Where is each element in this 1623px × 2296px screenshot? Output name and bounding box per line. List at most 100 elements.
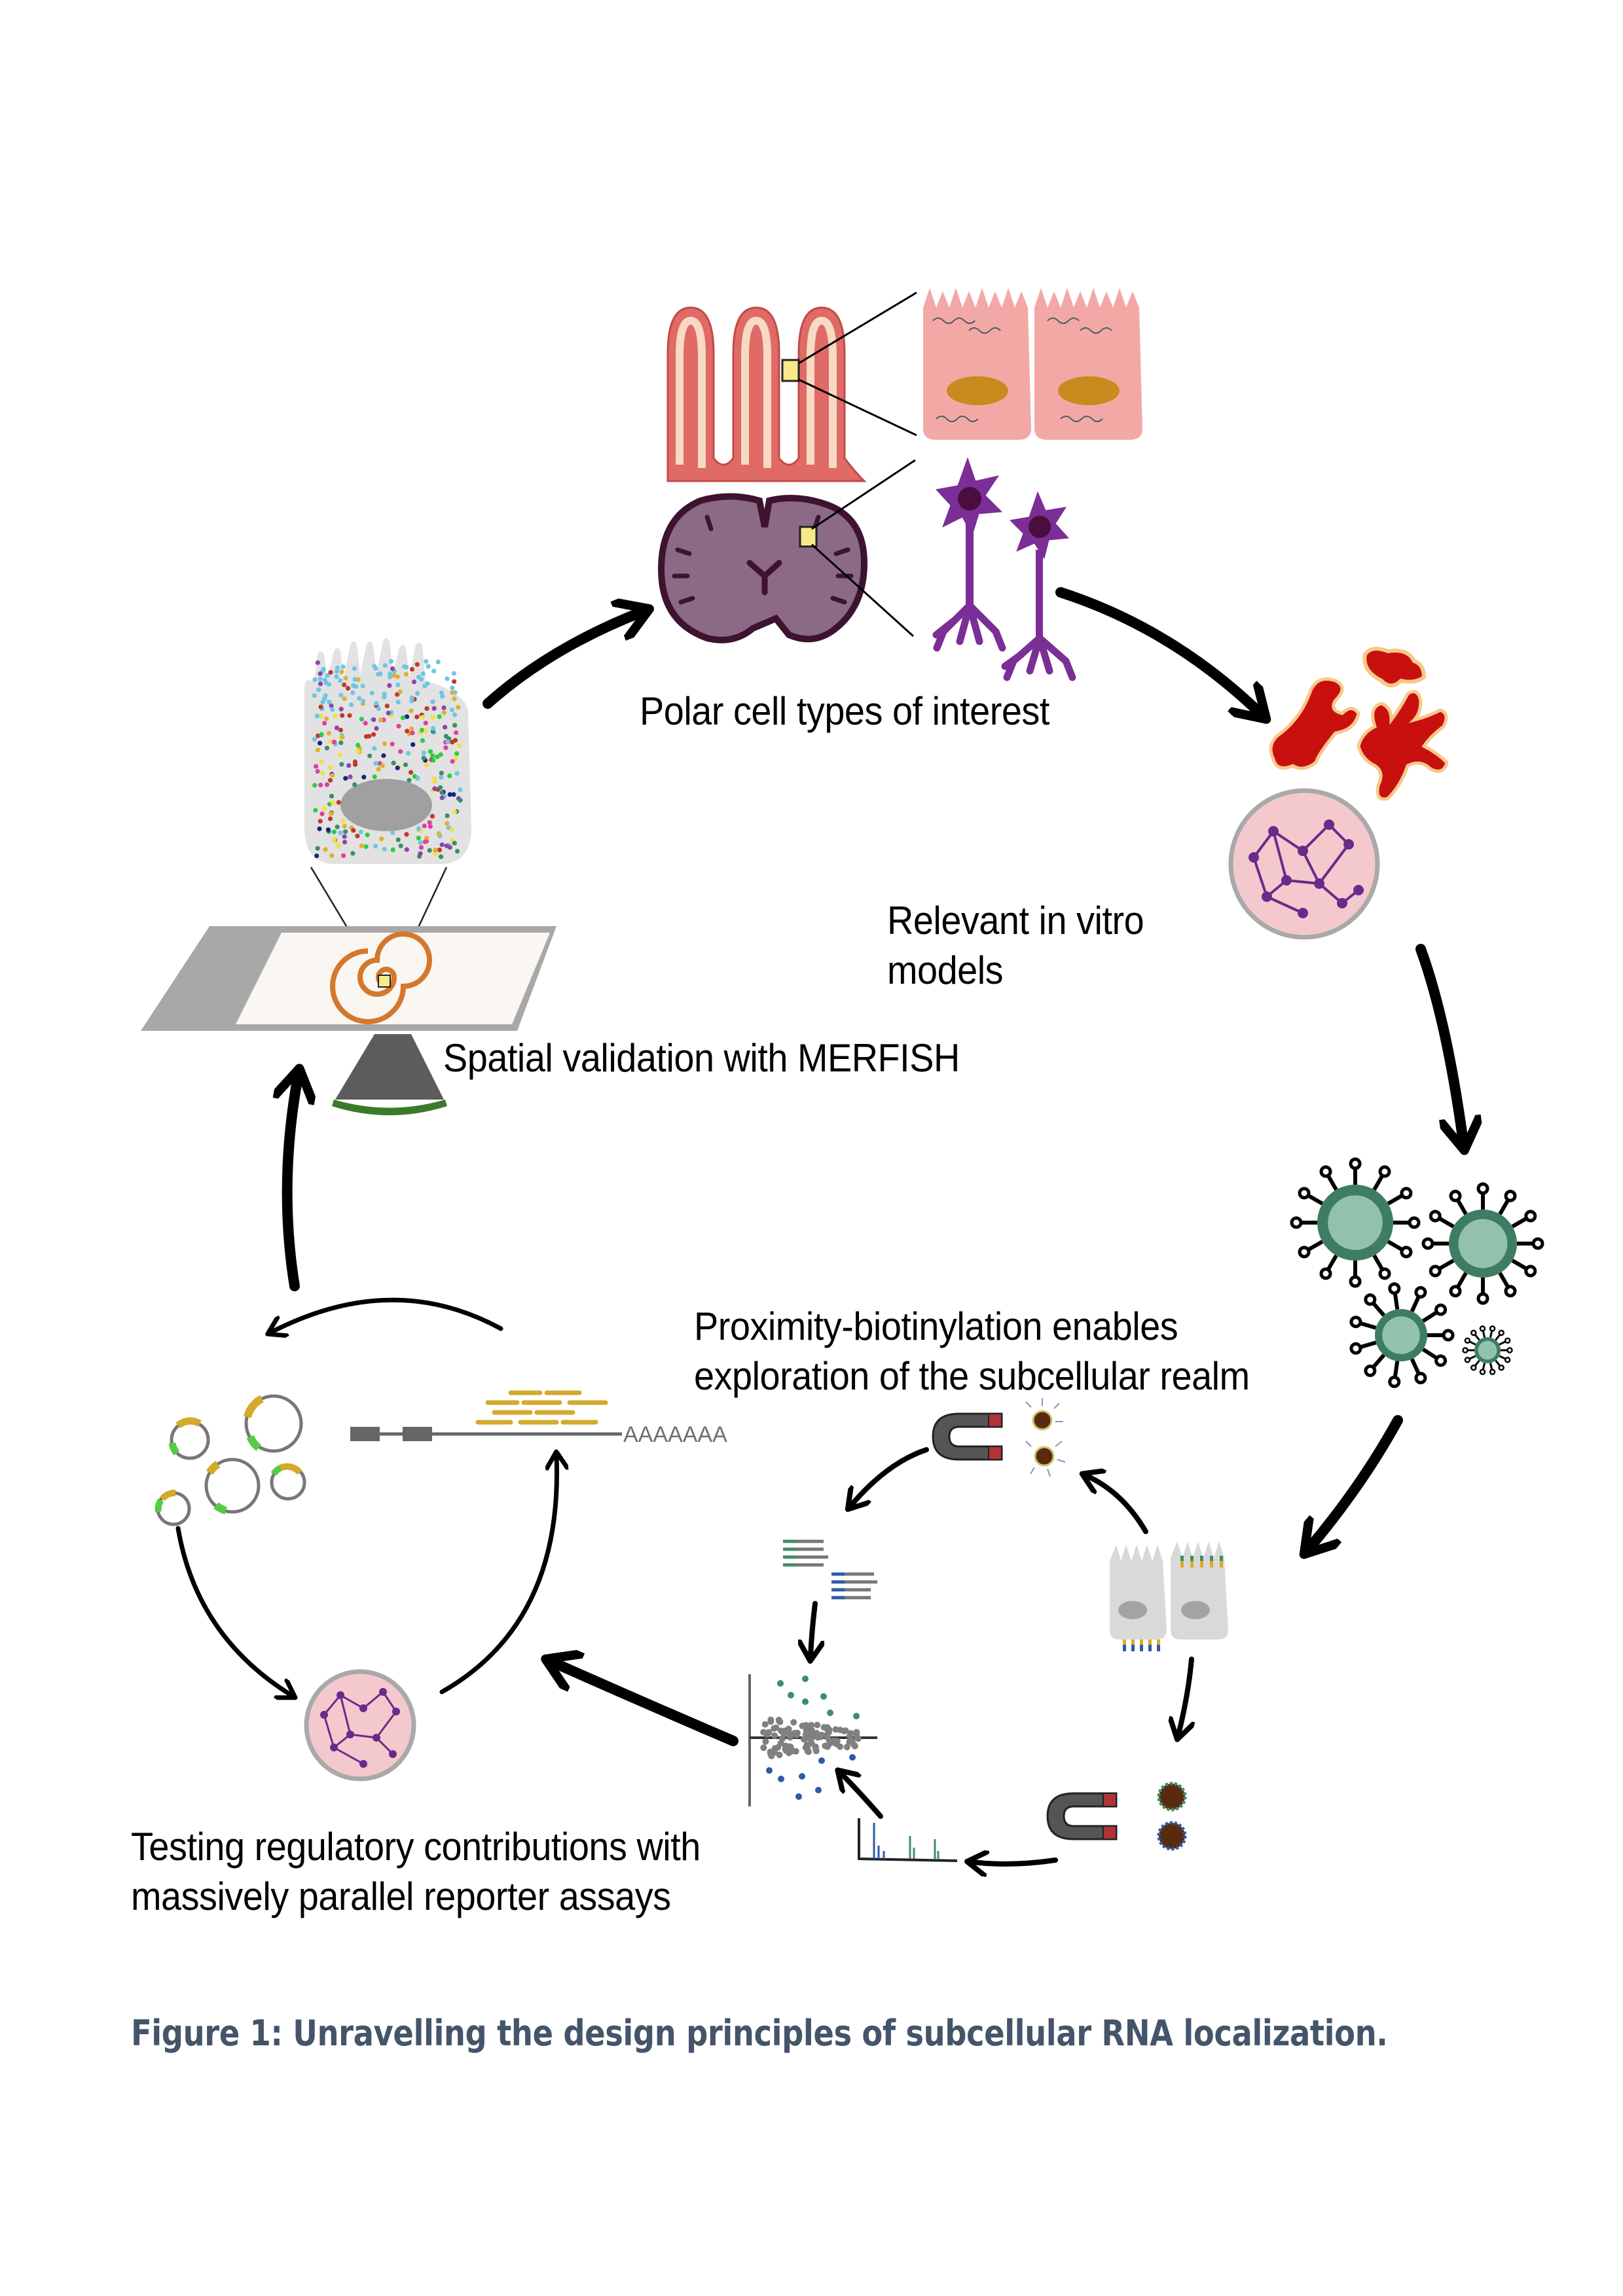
volcano-point [822, 1742, 829, 1749]
volcano-point [843, 1744, 850, 1751]
merfish-cell-icon [304, 638, 471, 864]
arrow-beads-to-reads [851, 1447, 929, 1505]
step-label-proximity-line1: Proximity-biotinylation enables [694, 1304, 1178, 1348]
step-label-in-vitro-line1: Relevant in vitro [887, 899, 1144, 942]
zoom-lines-brain [811, 459, 916, 637]
volcano-point-up [777, 1680, 784, 1687]
volcano-point-up [802, 1698, 809, 1705]
volcano-point [808, 1721, 815, 1729]
volcano-point-up [788, 1692, 794, 1698]
volcano-point [771, 1749, 778, 1756]
volcano-point [777, 1740, 784, 1747]
sequencing-reads-icon [783, 1539, 877, 1600]
volcano-point [833, 1740, 840, 1748]
volcano-point [775, 1716, 782, 1723]
brain-section-icon [657, 493, 868, 643]
volcano-point-up [853, 1713, 860, 1719]
volcano-point [809, 1732, 816, 1740]
volcano-point [761, 1721, 769, 1728]
petri-dish-mpra-icon [304, 1669, 416, 1782]
volcano-point-up [820, 1693, 827, 1700]
volcano-point [823, 1731, 830, 1738]
step-label-mpra-line2: massively parallel reporter assays [131, 1874, 671, 1918]
step-label-polar-cells: Polar cell types of interest [640, 689, 1049, 733]
mpra-cycle: AAAAAAA [155, 1297, 727, 1782]
microscope-slide-icon [141, 926, 556, 1031]
volcano-point [763, 1730, 770, 1737]
labeled-epithelial-cells-icon [1110, 1541, 1228, 1651]
arrow-cells-to-beads-bottom [1178, 1657, 1192, 1734]
arrow-spectrum-to-volcano [841, 1774, 883, 1819]
volcano-point [805, 1748, 812, 1755]
volcano-point [808, 1740, 815, 1747]
step-label-mpra-line1: Testing regulatory contributions with [131, 1825, 701, 1869]
volcano-point [790, 1719, 797, 1726]
arrow-polar-to-invitro [1055, 587, 1260, 713]
volcano-point [762, 1738, 769, 1745]
magnet-beads-top-icon [932, 1398, 1066, 1477]
figure-caption: Figure 1: Unravelling the design princip… [131, 2013, 1388, 2054]
plasmid-library-icon [155, 1394, 306, 1526]
neurons-icon [932, 457, 1076, 681]
volcano-point [793, 1732, 800, 1738]
volcano-point [789, 1748, 796, 1755]
volcano-point [853, 1734, 860, 1742]
volcano-point-down [815, 1787, 822, 1793]
arrow-dish-to-transcript [439, 1456, 557, 1695]
volcano-point-down [799, 1773, 805, 1780]
intestine-villi-icon [666, 306, 867, 482]
step-label-proximity-line2: exploration of the subcellular realm [694, 1354, 1250, 1398]
virus-particle [1462, 1325, 1513, 1375]
volcano-point [803, 1722, 809, 1729]
volcano-point [818, 1731, 825, 1738]
arrow-merfish-to-polar [483, 612, 642, 709]
volcano-point [776, 1751, 783, 1759]
mass-spectrum-icon [858, 1818, 958, 1862]
volcano-point-down [849, 1754, 856, 1761]
volcano-point [782, 1742, 789, 1749]
volcano-plot-icon [748, 1674, 877, 1806]
virus-particle [1349, 1282, 1455, 1388]
epithelial-cells-icon [923, 288, 1142, 440]
volcano-point-up [827, 1710, 833, 1716]
arrow-transcript-to-plasmids [272, 1297, 503, 1332]
reporter-transcript-icon: AAAAAAA [350, 1390, 727, 1447]
volcano-point [802, 1731, 809, 1738]
volcano-point [786, 1729, 793, 1736]
volcano-point [773, 1724, 780, 1731]
arrow-cells-to-beads [1087, 1476, 1148, 1534]
volcano-point [846, 1732, 853, 1740]
poly-a-tail: AAAAAAA [623, 1422, 727, 1447]
volcano-point-down [795, 1793, 802, 1800]
volcano-point [771, 1732, 778, 1739]
viruses-icon [1290, 1157, 1544, 1388]
arrow-virus-to-proximity [1309, 1415, 1403, 1548]
step-label-in-vitro-line2: models [887, 948, 1004, 992]
volcano-point [767, 1718, 775, 1725]
volcano-point-down [766, 1767, 773, 1774]
step-label-merfish: Spatial validation with MERFISH [443, 1036, 960, 1080]
virus-particle [1290, 1157, 1421, 1288]
proximity-cycle [748, 1398, 1228, 1864]
arrow-plasmids-to-dish [175, 1526, 291, 1695]
arrow-reads-to-volcano [811, 1601, 815, 1656]
magnet-beads-bottom-icon [1046, 1782, 1187, 1851]
volcano-point [826, 1726, 833, 1733]
volcano-point [812, 1748, 820, 1755]
petri-dish-neurons-icon [1228, 788, 1380, 940]
volcano-point [846, 1738, 853, 1746]
objective-lens-icon [332, 1034, 447, 1115]
organoid-cells-icon [1269, 647, 1449, 801]
volcano-point [814, 1721, 821, 1729]
volcano-point-down [818, 1757, 825, 1764]
arrow-mpra-to-merfish [287, 1077, 298, 1291]
virus-particle [1421, 1182, 1544, 1305]
arrow-proximity-to-mpra [553, 1662, 739, 1746]
volcano-point [841, 1727, 848, 1734]
arrow-invitro-to-virus [1415, 944, 1463, 1142]
volcano-point-down [778, 1776, 784, 1782]
volcano-point-up [802, 1676, 809, 1682]
volcano-point [778, 1727, 784, 1734]
arrow-beads-to-spectrum [972, 1860, 1058, 1864]
